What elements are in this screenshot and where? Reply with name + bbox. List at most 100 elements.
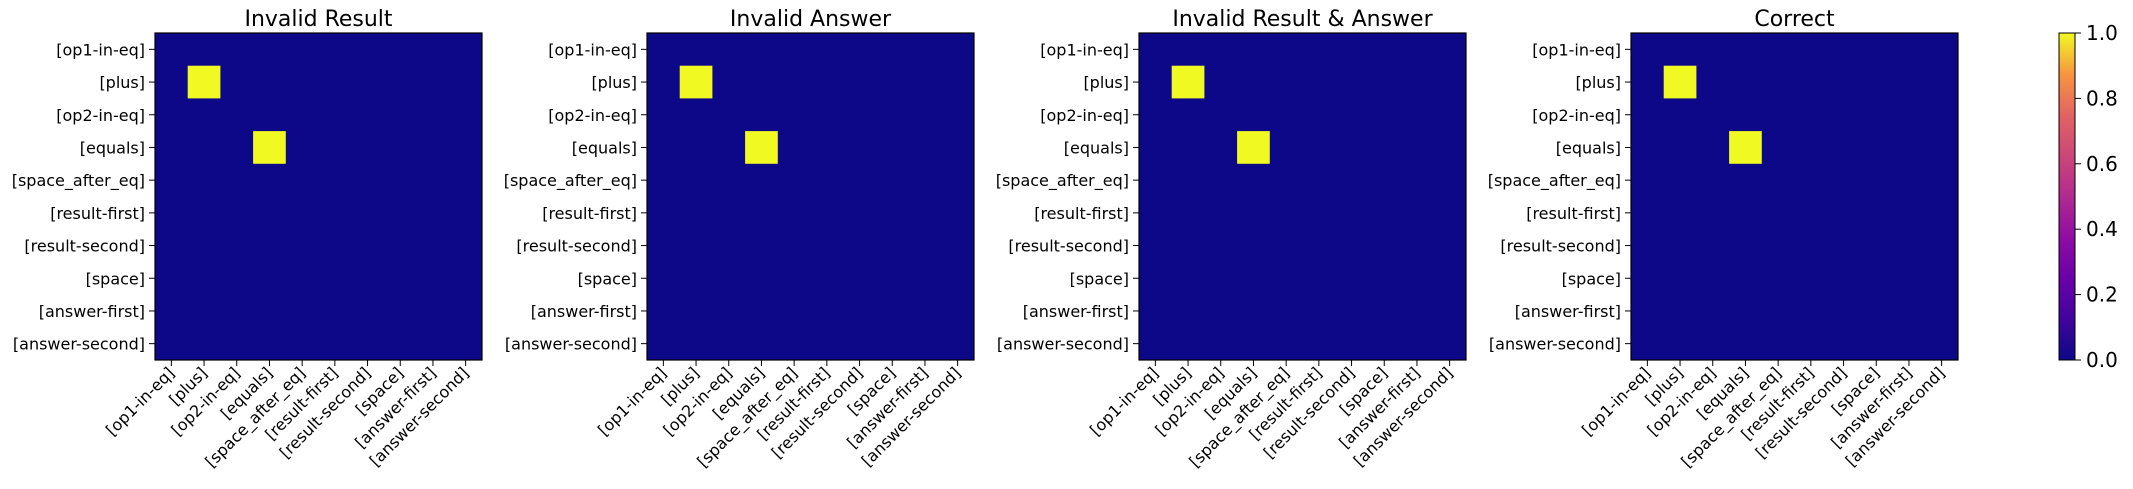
heatmap-cell: [1794, 196, 1828, 230]
heatmap-cell: [1696, 131, 1730, 165]
heatmap-cell: [1892, 65, 1926, 99]
heatmap-cell: [1433, 327, 1467, 361]
heatmap-cell: [1204, 229, 1238, 263]
heatmap-cell: [1761, 163, 1795, 197]
heatmap-cell: [941, 98, 975, 132]
heatmap-cell: [383, 163, 417, 197]
heatmap-cell: [187, 294, 221, 328]
axes-frame: [646, 32, 975, 361]
heatmap-cell: [1302, 98, 1336, 132]
heatmap-cell: [1171, 294, 1205, 328]
heatmap-cell: [1139, 327, 1173, 361]
heatmap-cell: [908, 294, 942, 328]
heatmap-cell: [1892, 163, 1926, 197]
heatmap-cell: [1663, 294, 1697, 328]
heatmap-cell: [1171, 33, 1205, 67]
heatmap-cell: [1729, 65, 1763, 99]
heatmap-cell: [1139, 196, 1173, 230]
heatmap-cell: [810, 131, 844, 165]
heatmap-cell: [187, 131, 221, 165]
heatmap-cell: [1631, 163, 1665, 197]
heatmap-cell: [1269, 65, 1303, 99]
heatmap-cell: [383, 196, 417, 230]
heatmap-cell: [1925, 163, 1959, 197]
heatmap-cell: [875, 261, 909, 295]
y-tick-label: [op2-in-eq]: [1040, 106, 1129, 125]
heatmap-cell: [1827, 196, 1861, 230]
heatmap-cell: [1204, 98, 1238, 132]
heatmap-cell: [449, 294, 483, 328]
heatmap-cell: [1794, 294, 1828, 328]
heatmap-cell: [253, 261, 287, 295]
heatmap-cell: [1696, 163, 1730, 197]
heatmap-cell: [908, 261, 942, 295]
heatmap-cell: [285, 131, 319, 165]
panel-title: Invalid Result: [244, 7, 392, 32]
heatmap-cell: [351, 327, 385, 361]
heatmap-cell: [1631, 261, 1665, 295]
axes-frame: [154, 32, 483, 361]
heatmap-cell: [843, 261, 877, 295]
heatmap-cell: [187, 327, 221, 361]
heatmap-cell: [285, 327, 319, 361]
x-tick-label: [op1-in-eq]: [1086, 363, 1162, 439]
heatmap-cell: [941, 196, 975, 230]
heatmap-cell: [1925, 196, 1959, 230]
heatmap-cell: [1335, 131, 1369, 165]
heatmap-cell: [1171, 196, 1205, 230]
heatmap-cell: [1335, 65, 1369, 99]
heatmap-cell: [1204, 65, 1238, 99]
y-tick-label: [op2-in-eq]: [548, 106, 637, 125]
heatmap-cell: [1631, 327, 1665, 361]
heatmap-cell: [383, 327, 417, 361]
y-tick-label: [answer-second]: [13, 335, 145, 354]
y-tick-label: [space]: [578, 269, 637, 288]
heatmap-cell: [155, 33, 189, 67]
heatmap-cell: [679, 327, 713, 361]
heatmap-cell: [745, 163, 779, 197]
heatmap-cell: [810, 33, 844, 67]
heatmap-cell: [647, 33, 681, 67]
heatmap-cell: [449, 131, 483, 165]
heatmap-cell: [777, 131, 811, 165]
heatmap-cell: [1631, 33, 1665, 67]
heatmap-cell: [1925, 98, 1959, 132]
heatmap-cell: [843, 33, 877, 67]
heatmap-cell: [843, 294, 877, 328]
heatmap-cell: [1761, 229, 1795, 263]
heatmap-cell: [1631, 131, 1665, 165]
heatmap-cell: [1827, 229, 1861, 263]
heatmap-cell: [1859, 98, 1893, 132]
heatmap-cell: [318, 65, 352, 99]
heatmap-cell: [1269, 196, 1303, 230]
y-tick-label: [result-second]: [1500, 237, 1621, 256]
heatmap-cell: [1827, 98, 1861, 132]
heatmap-cell: [1204, 196, 1238, 230]
heatmap-cell: [1729, 163, 1763, 197]
heatmap-cell: [1696, 65, 1730, 99]
heatmap-cell: [1367, 229, 1401, 263]
heatmap-cell: [712, 327, 746, 361]
heatmap-cell: [1663, 131, 1697, 165]
heatmap-cell: [1302, 65, 1336, 99]
heatmap-cell: [679, 229, 713, 263]
heatmap-cell: [1171, 261, 1205, 295]
heatmap-cell: [383, 229, 417, 263]
heatmap-cell: [1925, 294, 1959, 328]
y-tick-label: [answer-second]: [1489, 335, 1621, 354]
heatmap-cell: [220, 327, 254, 361]
heatmap-cell: [745, 98, 779, 132]
heatmap-cell: [875, 98, 909, 132]
heatmap-cell: [318, 196, 352, 230]
y-tick-label: [plus]: [1575, 73, 1621, 92]
heatmap-cell: [1269, 131, 1303, 165]
y-tick-label: [space_after_eq]: [996, 171, 1129, 191]
heatmap-cell: [220, 131, 254, 165]
heatmap-cell: [712, 65, 746, 99]
heatmap-cell: [1269, 33, 1303, 67]
heatmap-cell: [1761, 327, 1795, 361]
heatmap-cell: [777, 196, 811, 230]
heatmap-cell: [351, 98, 385, 132]
y-tick-label: [equals]: [1064, 138, 1129, 157]
heatmap-cell: [253, 163, 287, 197]
